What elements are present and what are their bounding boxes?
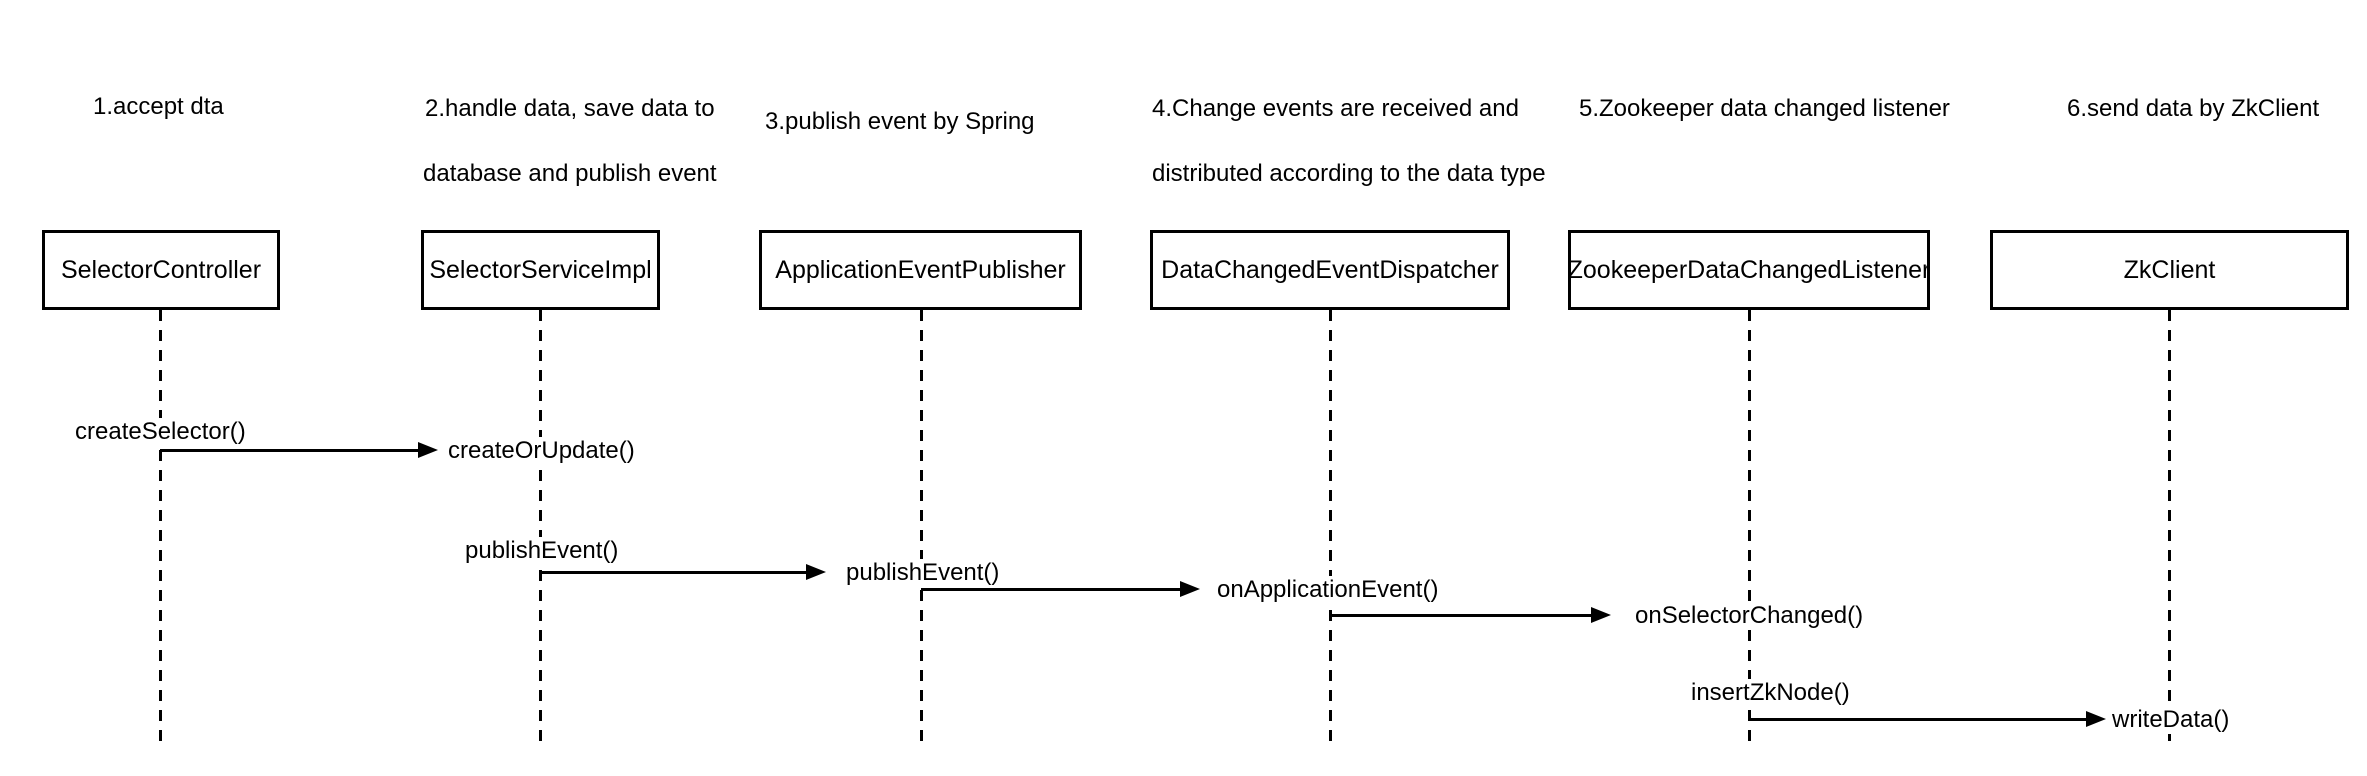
participant-label: ZookeeperDataChangedListener	[1567, 255, 1931, 284]
annotation-step-4-line-1: 4.Change events are received and	[1152, 95, 1519, 122]
arrow-shaft	[921, 587, 1183, 591]
annotation-step-2-line-2: database and publish event	[423, 160, 717, 187]
message-arrow-5	[1749, 711, 2106, 727]
participant-label: SelectorServiceImpl	[429, 255, 652, 284]
participant-label: DataChangedEventDispatcher	[1161, 255, 1499, 284]
annotation-step-6: 6.send data by ZkClient	[2067, 95, 2320, 122]
message-callee-label: writeData()	[2110, 706, 2232, 734]
arrowhead-icon	[806, 564, 826, 580]
arrow-shaft	[1330, 613, 1594, 617]
lifeline-applicationeventpublisher	[920, 310, 923, 748]
participant-label: ApplicationEventPublisher	[775, 255, 1066, 284]
annotation-step-1: 1.accept dta	[93, 93, 224, 120]
participant-box-selectorcontroller: SelectorController	[42, 230, 280, 310]
arrow-shaft	[1749, 717, 2089, 721]
message-arrow-4	[1330, 607, 1611, 623]
participant-box-zkclient: ZkClient	[1990, 230, 2349, 310]
arrowhead-icon	[2086, 711, 2106, 727]
arrowhead-icon	[418, 442, 438, 458]
annotation-step-5: 5.Zookeeper data changed listener	[1579, 95, 1950, 122]
message-caller-label: publishEvent()	[463, 537, 621, 565]
message-callee-label: publishEvent()	[844, 559, 1002, 587]
message-callee-label: onSelectorChanged()	[1633, 602, 1866, 630]
annotation-step-4-line-2: distributed according to the data type	[1152, 160, 1546, 187]
message-arrow-2	[540, 564, 826, 580]
message-caller-label: createSelector()	[73, 418, 248, 446]
participant-box-datachangedeventdispatcher: DataChangedEventDispatcher	[1150, 230, 1510, 310]
participant-box-selectorserviceimpl: SelectorServiceImpl	[421, 230, 660, 310]
lifeline-selectorserviceimpl	[539, 310, 542, 748]
message-arrow-3	[921, 581, 1200, 597]
message-callee-label: createOrUpdate()	[446, 437, 637, 465]
lifeline-zkclient	[2168, 310, 2171, 748]
message-arrow-1	[160, 442, 438, 458]
annotation-step-2-line-1: 2.handle data, save data to	[425, 95, 715, 122]
message-caller-label: insertZkNode()	[1689, 679, 1852, 707]
lifeline-selectorcontroller	[159, 310, 162, 748]
lifeline-datachangedeventdispatcher	[1329, 310, 1332, 748]
participant-box-zookeeperdatachangedlistener: ZookeeperDataChangedListener	[1568, 230, 1930, 310]
participant-label: SelectorController	[60, 255, 262, 284]
arrow-shaft	[160, 448, 421, 452]
participant-label: ZkClient	[2123, 255, 2216, 284]
arrow-shaft	[540, 570, 809, 574]
arrowhead-icon	[1180, 581, 1200, 597]
participant-box-applicationeventpublisher: ApplicationEventPublisher	[759, 230, 1082, 310]
lifeline-zookeeperdatachangedlistener	[1748, 310, 1751, 748]
annotation-step-3: 3.publish event by Spring	[765, 108, 1035, 135]
message-callee-label: onApplicationEvent()	[1215, 576, 1441, 604]
arrowhead-icon	[1591, 607, 1611, 623]
